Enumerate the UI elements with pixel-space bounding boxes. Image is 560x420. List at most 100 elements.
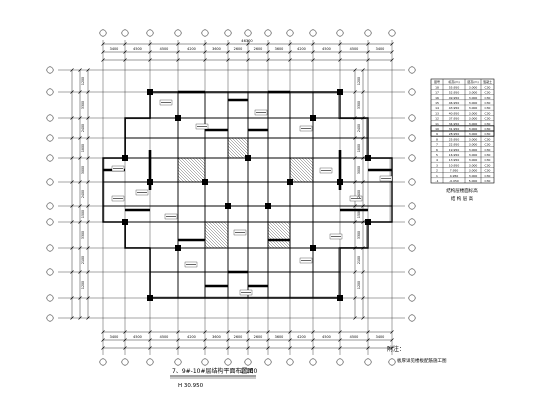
dim-tick [78,220,82,224]
core-hatch [298,157,314,173]
dim-tick [353,316,357,320]
dim-tick [246,330,250,334]
dim-tick [361,270,365,274]
core-hatch [289,175,297,183]
dim-tick [86,90,90,94]
table-cell: 12 [435,117,439,121]
top-dim-label: 4500 [133,47,142,51]
column [310,245,316,251]
dim-tick [353,296,357,300]
core-hatch [295,157,314,176]
column [122,155,128,161]
dim-tick [390,42,394,46]
left-dim-label: 1200 [81,77,85,85]
axis-bubble-top [121,29,129,37]
right-dim-label: 3000 [357,166,361,174]
core-hatch [268,221,291,244]
bottom-dim-label: 3600 [275,335,284,339]
axis-bubble-right [408,202,416,210]
axis-bubble-bottom [244,358,252,366]
table-cell: C30 [485,174,491,178]
dim-tick [266,50,270,54]
notes-block: 附注： 板厚详见楼板配筋施工图 [387,345,447,364]
dim-tick [176,338,180,342]
dim-tick [101,58,105,62]
table-cell: 3.000 [469,137,478,141]
column [265,203,271,209]
dim-tick [338,42,342,46]
dim-tick [361,90,365,94]
table-cell: 31.950 [449,127,460,131]
table-cell: C30 [485,96,491,100]
drawing-scale: 1:100 [240,368,257,375]
table-cell: 3.000 [469,117,478,121]
core-hatch [246,137,249,140]
axis-bubble-left [46,202,54,210]
dim-tick [226,338,230,342]
core-hatch [289,166,306,183]
left-dim-label: 2100 [81,256,85,264]
dim-tick [246,58,250,62]
table-cell: 4 [436,158,438,162]
table-cell: 16.950 [449,153,460,157]
left-dim-label: 3300 [81,101,85,109]
core-hatch [183,157,206,180]
table-cell: 7.950 [450,169,459,173]
left-dim-label: 3300 [81,231,85,239]
right-dim-label: 2400 [357,124,361,132]
top-dim-label: 4200 [297,47,306,51]
table-cell: C30 [485,179,491,183]
column [147,89,153,95]
right-dim-label: 3300 [357,101,361,109]
dim-tick [86,246,90,250]
top-dim-label: 3600 [212,47,221,51]
axis-bubble-bottom [309,358,317,366]
right-dim-label: 1500 [357,210,361,218]
dim-tick [246,346,250,350]
dim-tick [203,50,207,54]
core-hatch [189,157,206,174]
dim-tick [78,180,82,184]
axis-bubble-left [46,244,54,252]
table-cell: C30 [485,143,491,147]
axis-bubble-right [408,134,416,142]
table-cell: C30 [485,148,491,152]
drawing-title: 7、9#-10#层结构平面布置图 [172,367,254,375]
dim-tick [86,68,90,72]
bottom-dim-label: 3400 [110,335,119,339]
dim-tick [176,330,180,334]
core-hatch [310,157,314,161]
dim-tick [148,330,152,334]
dim-tick [148,42,152,46]
core-hatch [227,151,235,159]
dim-tick [226,330,230,334]
bottom-dim-label: 4500 [160,335,169,339]
core-hatch [177,178,182,183]
axis-bubble-right [408,114,416,122]
core-hatch [223,221,229,227]
dim-tick [70,246,74,250]
dim-tick [70,204,74,208]
dim-tick [390,58,394,62]
table-cell: C30 [485,132,491,136]
axis-bubble-bottom [99,358,107,366]
table-cell: 28.950 [449,132,460,136]
top-dim-label: 4500 [160,47,169,51]
column [365,155,371,161]
dim-tick [70,68,74,72]
bottom-dim-label: 3400 [376,335,385,339]
table-cell: C30 [485,117,491,121]
table-cell: 22.950 [449,143,460,147]
top-dim-label: 2600 [234,47,243,51]
core-hatch [267,226,290,249]
table-cell: C30 [485,169,491,173]
bottom-dim-label: 2600 [234,335,243,339]
dim-tick [78,136,82,140]
dim-tick [123,346,127,350]
top-dim-label: 2600 [254,47,263,51]
left-dim-label: 1500 [81,210,85,218]
dim-tick [70,90,74,94]
dim-tick [78,316,82,320]
